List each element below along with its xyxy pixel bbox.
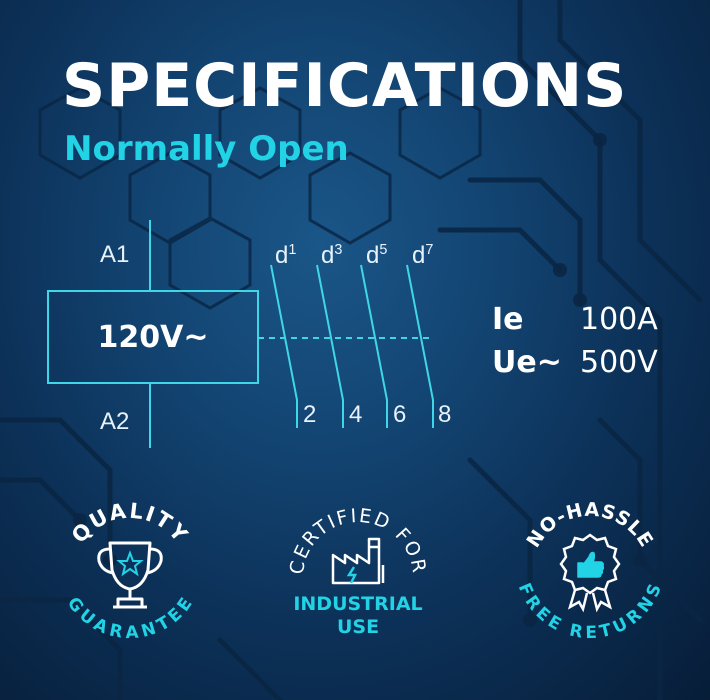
contact-label-d7: d7	[412, 242, 434, 269]
no-hassle-returns-badge: NO-HASSLE FREE RETURNS	[515, 499, 665, 643]
svg-text:QUALITY: QUALITY	[67, 499, 193, 548]
svg-text:NO-HASSLE: NO-HASSLE	[522, 499, 657, 552]
contact-label-d1: d1	[275, 242, 297, 269]
contact-5-6	[360, 264, 388, 428]
badge-certified-line1: INDUSTRIAL	[293, 593, 423, 615]
svg-text:FREE RETURNS: FREE RETURNS	[515, 580, 665, 643]
page-title: SPECIFICATIONS	[62, 51, 628, 121]
contact-label-2: 2	[303, 401, 317, 428]
badge-returns-bottom-text: FREE RETURNS	[515, 580, 665, 643]
svg-text:CERTIFIED FOR: CERTIFIED FOR	[286, 505, 430, 576]
spec-ue-value: 500V	[580, 345, 658, 380]
contact-label-d3: d3	[321, 242, 343, 269]
factory-icon	[331, 537, 385, 585]
terminal-a1-label: A1	[100, 241, 130, 268]
spec-ie-value: 100A	[580, 302, 658, 337]
contact-label-d5: d5	[366, 242, 388, 269]
spec-ie-key: Ie	[492, 302, 524, 337]
page-subtitle: Normally Open	[64, 129, 349, 169]
contact-7-8	[406, 264, 434, 428]
thumbs-up-rosette-icon	[559, 533, 621, 613]
spec-ue-key: Ue~	[492, 345, 562, 380]
badge-returns-top-text: NO-HASSLE	[522, 499, 656, 552]
contact-label-4: 4	[349, 401, 363, 428]
contact-label-8: 8	[438, 401, 452, 428]
badge-quality-top-text: QUALITY	[67, 499, 191, 548]
svg-text:GUARANTEE: GUARANTEE	[63, 593, 197, 643]
contact-label-6: 6	[393, 401, 407, 428]
badge-certified-line2: USE	[336, 616, 380, 638]
certified-industrial-badge: CERTIFIED FOR	[286, 505, 430, 585]
quality-guarantee-badge: QUALITY GUARANTEE	[63, 499, 197, 644]
coil-voltage-label: 120V~	[97, 319, 209, 355]
contact-3-4	[316, 264, 344, 428]
trophy-icon	[97, 541, 163, 609]
contact-1-2	[270, 264, 298, 428]
badge-certified-top-text: CERTIFIED FOR	[286, 505, 428, 576]
badge-quality-bottom-text: GUARANTEE	[63, 593, 196, 643]
terminal-a2-label: A2	[100, 408, 130, 435]
